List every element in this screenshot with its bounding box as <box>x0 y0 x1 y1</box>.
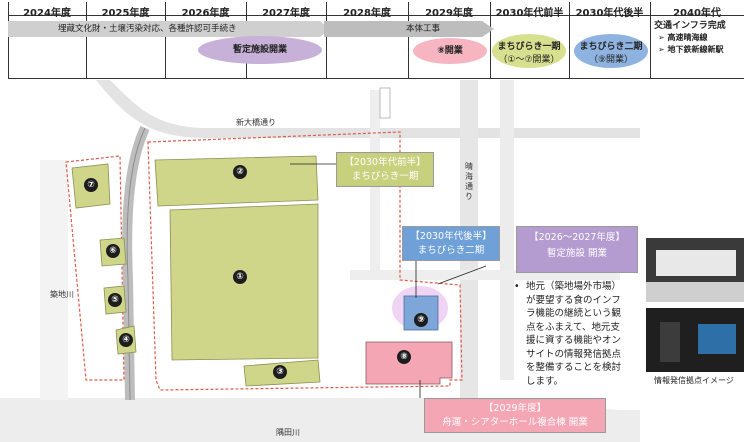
elevated-track-edge <box>126 127 146 401</box>
callout-2029-period: 【2029年度】 <box>483 403 547 414</box>
street-label-harumi: 晴海通り <box>465 162 473 201</box>
year-label: 2029年度 <box>425 8 473 19</box>
bullet-icon: • <box>514 281 520 292</box>
callout-temp-title: 暫定施設 開業 <box>546 248 608 259</box>
year-label: 2026年度 <box>181 8 230 19</box>
lot-marker-4: ④ <box>119 333 133 347</box>
year-label: 2030年代後半 <box>575 8 644 19</box>
building-outline <box>379 87 391 119</box>
timeline-bottom-rule <box>8 78 744 79</box>
year-divider <box>569 2 570 78</box>
infra-item-text: 高速晴海線 <box>667 33 708 42</box>
lot-8 <box>365 341 453 385</box>
site-boundary <box>147 131 463 391</box>
leader-temp <box>437 265 487 285</box>
note-line: します。 <box>526 375 564 387</box>
mid-road <box>350 270 620 280</box>
photo-caption: 情報発信拠点イメージ <box>654 376 734 385</box>
note-line: を整備することを検討 <box>526 362 622 373</box>
callout-2029-title: 舟運・シアターホール複合棟 開業 <box>442 417 588 428</box>
street-label-shin-ohashi: 新大橋通り <box>236 118 276 127</box>
process-arrows <box>8 21 494 37</box>
callout-phase2: 【2030年代後半】 まちびらき二期 <box>402 226 500 261</box>
lot-marker-6: ⑥ <box>106 244 120 258</box>
year-label: 2027年度 <box>262 8 310 19</box>
photo-display-image <box>646 308 744 372</box>
lot-marker-8: ⑧ <box>397 350 411 364</box>
curved-road <box>96 80 640 138</box>
bullet-icon: ➢ <box>658 33 665 42</box>
bullet-icon: ➢ <box>658 45 665 54</box>
milestone-phase1: まちびらき一期 （①～⑦開業） <box>492 34 566 68</box>
year-divider <box>408 2 409 78</box>
east-road <box>500 80 514 380</box>
construction-arrow <box>324 21 494 37</box>
milestone-phase1-line2: （①～⑦開業） <box>498 55 560 65</box>
callout-temp-period: 【2026～2027年度】 <box>529 232 625 243</box>
year-label: 2040年代 <box>673 8 721 19</box>
year-label: 2030年代前半 <box>495 8 564 19</box>
photo-display-panel <box>660 322 680 362</box>
street-label-tsukiji-river: 築地川 <box>50 290 74 299</box>
milestone-phase2-line1: まちびらき二期 <box>579 42 643 52</box>
lot-marker-2: ② <box>233 165 247 179</box>
year-label: 2028年度 <box>343 8 391 19</box>
year-label: 2025年度 <box>101 8 150 19</box>
infra-block: 交通インフラ完成 ➢ 高速晴海線 ➢ 地下鉄新線新駅 <box>654 20 726 56</box>
note-line: ラ機能の継続という観 <box>526 308 622 319</box>
infra-title: 交通インフラ完成 <box>654 21 726 31</box>
milestone-temp-facility: 暫定施設開業 <box>198 36 322 64</box>
construction-bar-label: 本体工事 <box>406 24 441 34</box>
photo-interior-screen <box>656 250 736 276</box>
year-divider <box>86 2 87 78</box>
permit-arrow <box>8 21 330 37</box>
lot-marker-3: ③ <box>273 365 287 379</box>
callout-phase2-period: 【2030年代後半】 <box>410 231 492 242</box>
photo-display-screen <box>698 324 736 354</box>
year-divider <box>326 2 327 78</box>
note-text: • 地元（築地場外市場） が要望する食のインフ ラ機能の継続という観 点をふまえ… <box>514 280 642 388</box>
callout-2029: 【2029年度】 舟運・シアターホール複合棟 開業 <box>424 398 606 433</box>
milestone-phase1-line1: まちびらき一期 <box>497 42 561 52</box>
lot-marker-5: ⑤ <box>108 293 122 307</box>
lot-marker-7: ⑦ <box>84 178 98 192</box>
milestone-phase2: まちびらき二期 （⑨開業） <box>574 34 648 68</box>
year-divider <box>650 2 651 78</box>
year-label: 2024年度 <box>23 8 71 19</box>
year-divider <box>165 2 166 78</box>
photo-interior-floor <box>646 282 744 302</box>
photo-interior-image <box>646 238 744 302</box>
infra-item: ➢ 高速晴海線 <box>654 32 726 44</box>
note-line: 地元（築地場外市場） <box>526 281 622 292</box>
note-line: サイトの情報発信拠点 <box>526 348 622 360</box>
street-label-sumida-river: 隅田川 <box>276 428 300 437</box>
note-line: 援に資する機能やオン <box>526 335 622 346</box>
callout-phase1-title: まちびらき一期 <box>351 171 419 182</box>
callout-phase2-title: まちびらき二期 <box>417 245 485 256</box>
lot-2 <box>154 155 319 207</box>
note-line: が要望する食のインフ <box>526 294 621 306</box>
callout-phase1: 【2030年代前半】 まちびらき一期 <box>336 152 434 187</box>
milestone-lot8-open: ⑧開業 <box>413 38 487 64</box>
note-line: 点をふまえて、地元支 <box>526 321 621 333</box>
callout-temp-facility: 【2026～2027年度】 暫定施設 開業 <box>516 226 638 273</box>
year-divider <box>490 2 491 78</box>
year-divider <box>8 2 9 78</box>
permit-bar-label: 埋蔵文化財・土壌汚染対応、各種許認可手続き <box>58 24 237 34</box>
lot-marker-9: ⑨ <box>414 313 428 327</box>
infra-item-text: 地下鉄新線新駅 <box>667 45 724 54</box>
tsukiji-river-channel <box>40 160 68 400</box>
milestone-phase2-line2: （⑨開業） <box>588 55 634 65</box>
callout-phase1-period: 【2030年代前半】 <box>344 157 426 168</box>
infra-item: ➢ 地下鉄新線新駅 <box>654 44 726 56</box>
lot-marker-1: ① <box>233 270 247 284</box>
timeline-header-rule <box>8 15 744 16</box>
west-boundary <box>65 155 125 381</box>
